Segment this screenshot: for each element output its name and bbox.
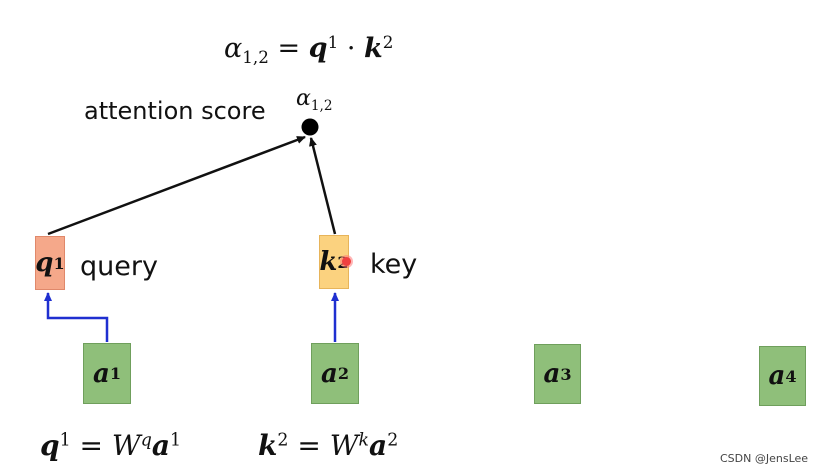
formula-k-sup: 2: [382, 32, 394, 52]
eq-q-lhs: q: [40, 429, 60, 462]
query-sup: 1: [53, 253, 65, 273]
eq-k-a-sup: 2: [387, 430, 399, 451]
key-label: key: [370, 249, 418, 280]
input-a1-symbol: a: [92, 358, 110, 389]
eq-k-lhs: k: [258, 429, 278, 462]
eq-q-w: W: [111, 429, 141, 462]
eq-k-equals: =: [297, 429, 321, 462]
eq-q-a: a: [151, 429, 170, 462]
input-a1-sup: 1: [109, 364, 122, 383]
formula-alpha-sub: 1,2: [242, 47, 269, 68]
query-to-score-arrow: [47, 135, 306, 236]
score-alpha: α: [296, 86, 311, 111]
input-a3-sup: 3: [560, 364, 572, 384]
formula-equals: =: [277, 33, 301, 65]
eq-q-equals: =: [79, 429, 103, 462]
attention-score-label: attention score: [84, 97, 266, 125]
query-equation: q1 = Wqa1: [40, 432, 181, 460]
key-equation: k2 = Wka2: [258, 432, 398, 460]
input-a2-symbol: a: [320, 358, 338, 389]
formula-q: q: [308, 33, 328, 65]
eq-q-lhs-sup: 1: [59, 430, 71, 451]
formula-alpha: α: [224, 33, 243, 65]
input-a4-sup: 4: [785, 366, 797, 386]
eq-q-w-sup: q: [140, 430, 152, 451]
input-a4-symbol: a: [768, 361, 786, 391]
query-symbol: q: [35, 248, 54, 278]
key-symbol: k: [319, 247, 338, 277]
watermark: CSDN @JensLee: [720, 452, 809, 465]
eq-k-a: a: [369, 429, 388, 462]
input-a2-sup: 2: [337, 364, 350, 383]
eq-q-a-sup: 1: [169, 430, 182, 451]
eq-k-w-sup: k: [358, 430, 370, 451]
score-symbol: α1,2: [296, 88, 333, 113]
score-formula: α1,2 = q1 · k2: [224, 34, 393, 66]
input1-to-query-arrow: [44, 292, 109, 342]
eq-k-w: W: [329, 429, 359, 462]
formula-q-sup: 1: [327, 32, 339, 52]
input-a3-symbol: a: [543, 359, 561, 389]
formula-k: k: [364, 33, 383, 65]
formula-dot: ·: [346, 33, 356, 65]
eq-k-lhs-sup: 2: [277, 430, 289, 451]
cursor-indicator: [342, 257, 351, 266]
score-alpha-sub: 1,2: [310, 97, 333, 114]
attention-score-node: [301, 118, 319, 136]
query-label: query: [80, 251, 158, 282]
key-to-score-arrow: [309, 137, 337, 235]
